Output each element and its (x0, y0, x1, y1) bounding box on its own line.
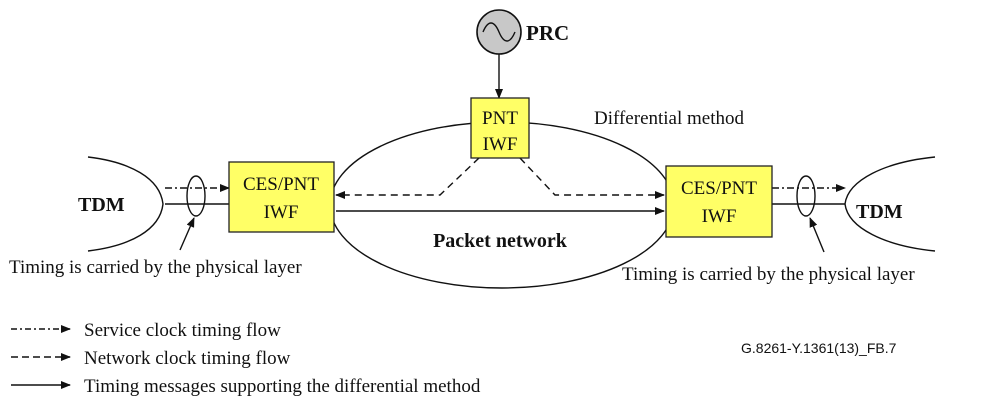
left-physical-layer-marker (186, 175, 206, 217)
packet-network-label: Packet network (433, 230, 568, 252)
legend-timing-messages-label: Timing messages supporting the different… (84, 376, 481, 397)
method-label: Differential method (594, 108, 745, 129)
right-physical-layer-marker (796, 175, 816, 217)
sine-wave-glyph (482, 22, 516, 42)
pnt-iwf-box: PNT IWF (470, 97, 530, 159)
right-note-pointer (809, 217, 825, 253)
left-note-pointer (179, 217, 195, 251)
prc-label: PRC (526, 21, 569, 45)
right-ces-line1: CES/PNT (681, 178, 757, 199)
left-tdm-domain (87, 156, 164, 252)
right-tdm-label: TDM (856, 201, 903, 223)
pnt-iwf-line2: IWF (483, 134, 518, 155)
prc-clock: PRC (476, 9, 569, 55)
pnt-iwf-line1: PNT (482, 108, 518, 129)
figure-id: G.8261-Y.1361(13)_FB.7 (741, 340, 897, 356)
legend-service-clock-label: Service clock timing flow (84, 320, 281, 341)
left-physical-layer-note: Timing is carried by the physical layer (9, 257, 302, 278)
right-ces-iwf-box: CES/PNT IWF (665, 165, 773, 238)
left-ces-line2: IWF (264, 202, 299, 223)
legend-network-clock-label: Network clock timing flow (84, 348, 291, 369)
legend: Service clock timing flow Network clock … (11, 320, 481, 397)
right-ces-line2: IWF (702, 206, 737, 227)
left-ces-line1: CES/PNT (243, 174, 319, 195)
right-physical-layer-note: Timing is carried by the physical layer (622, 264, 915, 285)
network-clock-flow-left (335, 157, 480, 199)
network-clock-flow-right (519, 157, 665, 199)
left-ces-iwf-box: CES/PNT IWF (228, 161, 335, 233)
left-tdm-label: TDM (78, 194, 125, 216)
